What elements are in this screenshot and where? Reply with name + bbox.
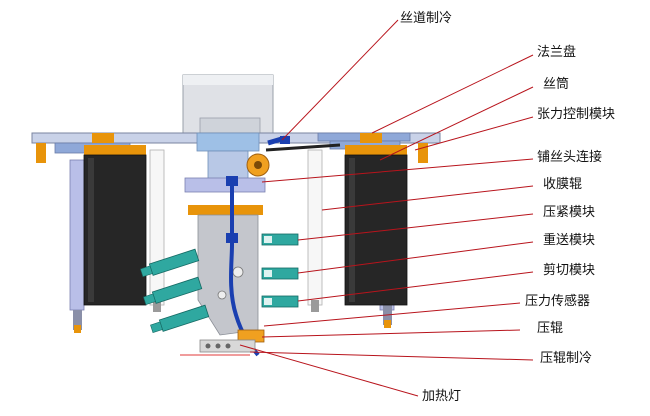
left-filament-spool bbox=[83, 145, 147, 306]
leader-heating-lamp bbox=[239, 344, 419, 397]
label-compaction-roller-cooling: 压辊制冷 bbox=[540, 351, 593, 366]
right-refeed-module bbox=[261, 267, 299, 280]
leader-compaction-roller bbox=[261, 329, 521, 338]
label-compaction-roller: 压辊 bbox=[537, 321, 564, 336]
leader-silk-channel-cooling bbox=[281, 19, 399, 141]
right-module-stack bbox=[261, 233, 299, 308]
label-cutting-module: 剪切模块 bbox=[543, 263, 596, 278]
leader-clamping bbox=[297, 213, 534, 241]
left-cutting-module bbox=[150, 304, 210, 333]
leader-cutting bbox=[297, 271, 534, 302]
leader-roller-cooling bbox=[249, 351, 534, 361]
leader-film-takeup bbox=[321, 185, 534, 211]
central-frame bbox=[184, 132, 266, 336]
label-heating-lamp: 加热灯 bbox=[422, 389, 462, 404]
right-clamp-module bbox=[261, 233, 299, 246]
label-filament-spool: 丝筒 bbox=[543, 77, 570, 92]
right-filament-spool bbox=[344, 145, 408, 306]
leader-pressure-sensor bbox=[263, 302, 521, 327]
tension-control-pulley bbox=[246, 143, 341, 177]
right-cutting-module bbox=[261, 295, 299, 308]
motor-housing bbox=[182, 74, 274, 134]
label-tension-control-module: 张力控制模块 bbox=[537, 107, 616, 122]
leader-lines bbox=[239, 19, 534, 397]
label-film-takeup-roller: 收膜辊 bbox=[543, 177, 583, 192]
leader-filament-spool bbox=[379, 86, 534, 161]
leader-tension-control bbox=[414, 116, 534, 151]
leader-layup-connector bbox=[261, 158, 534, 183]
left-clamp-module bbox=[140, 248, 200, 277]
left-refeed-module bbox=[143, 276, 203, 305]
leader-refeed bbox=[297, 241, 534, 274]
leader-flange-plate bbox=[371, 54, 534, 134]
left-guide-rod bbox=[69, 159, 85, 333]
label-pressure-sensor: 压力传感器 bbox=[525, 294, 591, 309]
label-clamping-module: 压紧模块 bbox=[543, 205, 596, 220]
compaction-roller-assembly bbox=[180, 329, 265, 356]
label-silk-channel-cooling: 丝道制冷 bbox=[400, 11, 453, 26]
label-flange-plate: 法兰盘 bbox=[537, 45, 577, 60]
flange-brackets bbox=[36, 133, 428, 163]
label-layup-head-connector: 铺丝头连接 bbox=[537, 150, 603, 165]
label-refeed-module: 重送模块 bbox=[543, 233, 596, 248]
left-module-stack bbox=[140, 248, 210, 333]
